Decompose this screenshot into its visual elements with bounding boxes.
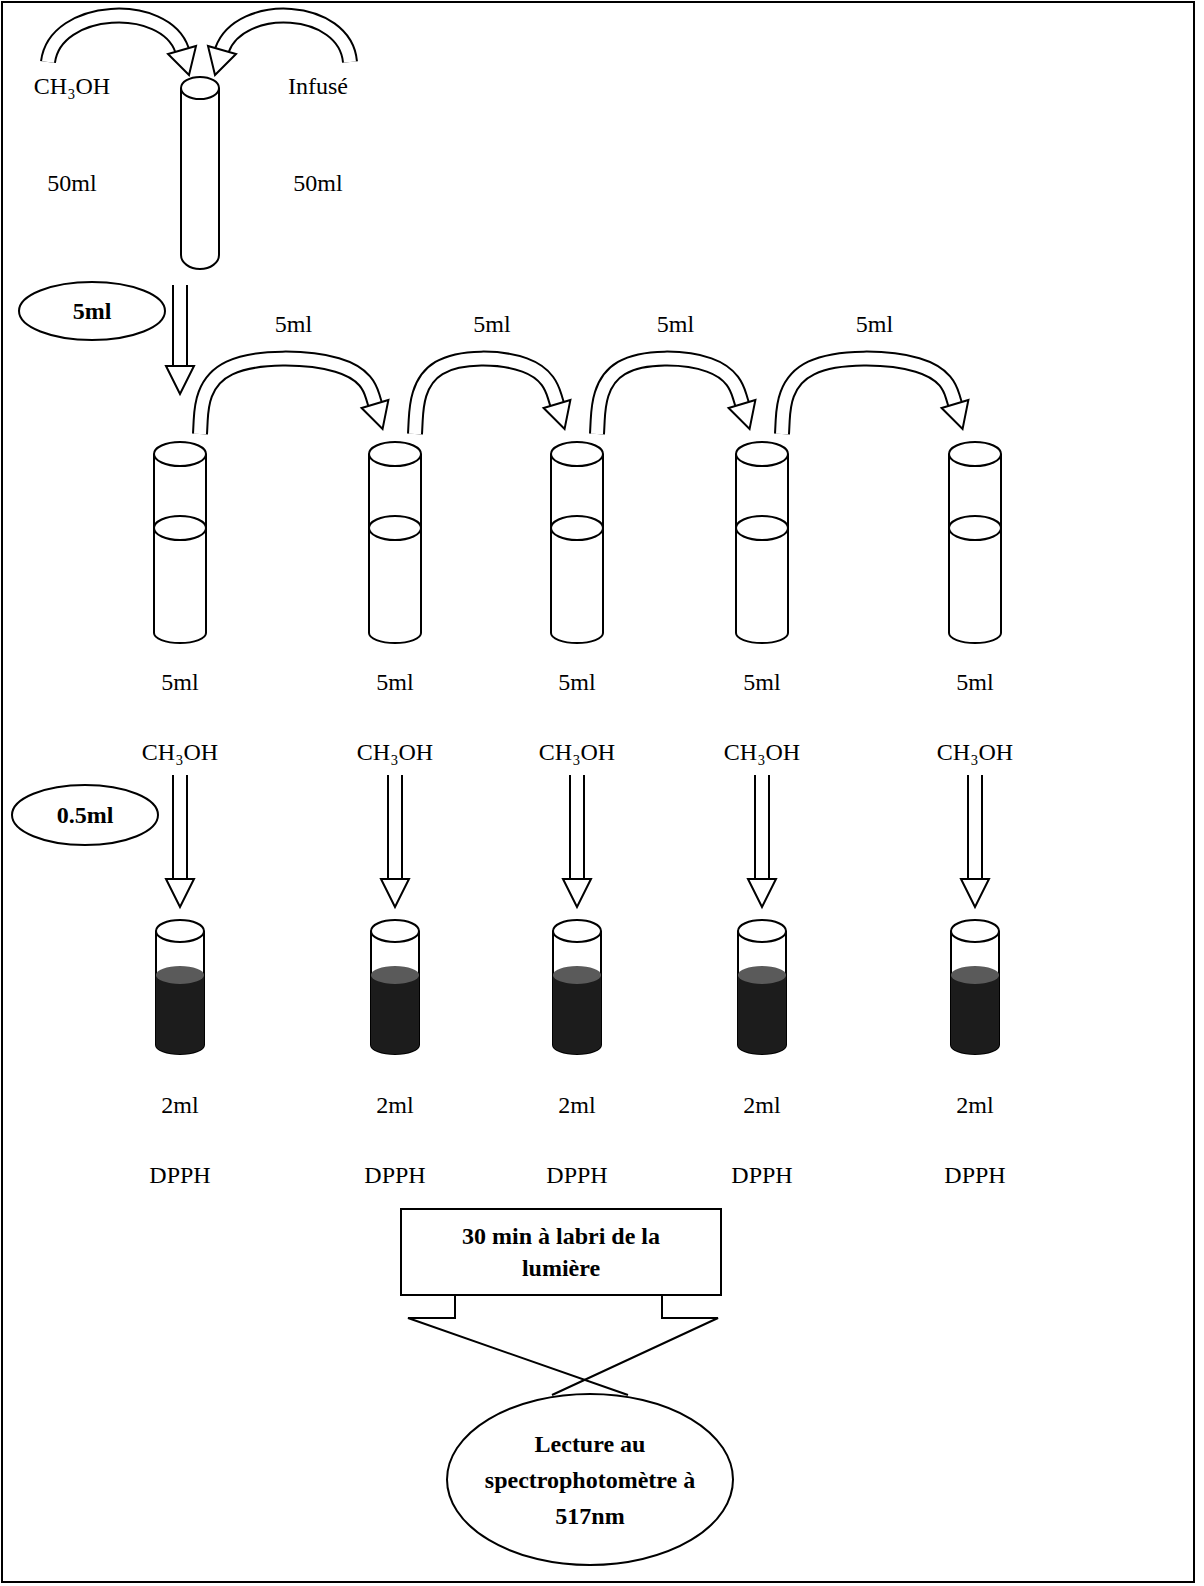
test-tube: 5mlCH₃OH — [507, 440, 647, 767]
node-text: CH₃OH — [110, 737, 250, 767]
tube-drawing — [110, 440, 250, 645]
node-text: 5ml — [507, 667, 647, 697]
node-text: Lecture au spectrophotomètre à 517nm — [483, 1426, 698, 1534]
node-text: 5ml — [692, 667, 832, 697]
vial-drawing — [905, 915, 1045, 1057]
test-tube: 5mlCH₃OH — [325, 440, 465, 767]
transfer-arrow — [782, 359, 968, 434]
pour-arrow-right — [208, 16, 350, 75]
node-text: 2ml — [325, 1090, 465, 1120]
node-text: 5ml — [325, 667, 465, 697]
mixing-tube — [181, 77, 219, 269]
node-text: CH₃OH — [905, 737, 1045, 767]
tube-drawing — [692, 440, 832, 645]
volume-label: 50ml — [45, 168, 98, 198]
node-text: CH₃OH — [325, 737, 465, 767]
node-text: 5ml — [110, 667, 250, 697]
dpph-vial: 2mlDPPH — [507, 915, 647, 1190]
dpph-vial: 2mlDPPH — [110, 915, 250, 1190]
node-text: CH₃OH — [507, 737, 647, 767]
pour-arrow-left — [48, 16, 196, 75]
node-text: 0.5ml — [57, 800, 114, 830]
node-text: DPPH — [507, 1160, 647, 1190]
node-text: 2ml — [110, 1090, 250, 1120]
transfer-arrow — [415, 359, 570, 434]
vial-drawing — [692, 915, 832, 1057]
node-text: 2ml — [692, 1090, 832, 1120]
node-text: DPPH — [110, 1160, 250, 1190]
transfer-volume: 5ml — [273, 309, 314, 339]
test-tube: 5mlCH₃OH — [905, 440, 1045, 767]
test-tube: 5mlCH₃OH — [110, 440, 250, 767]
step-oval: Lecture au spectrophotomètre à 517nm — [445, 1392, 735, 1567]
vial-drawing — [507, 915, 647, 1057]
node-text: 30 min à labri de la lumière — [420, 1220, 702, 1284]
node-text: 2ml — [905, 1090, 1045, 1120]
transfer-arrow — [961, 775, 989, 907]
transfer-arrow — [200, 359, 388, 434]
step-oval: 5ml — [17, 280, 167, 342]
vial-drawing — [325, 915, 465, 1057]
transfer-volume: 5ml — [655, 309, 696, 339]
transfer-volume: 5ml — [471, 309, 512, 339]
note-box: 30 min à labri de la lumière — [400, 1208, 722, 1296]
test-tube: 5mlCH₃OH — [692, 440, 832, 767]
transfer-arrow — [408, 1296, 718, 1395]
node-text: 5ml — [905, 667, 1045, 697]
vial-drawing — [110, 915, 250, 1057]
transfer-arrow — [166, 285, 194, 394]
node-text: 2ml — [507, 1090, 647, 1120]
transfer-arrow — [563, 775, 591, 907]
dpph-vial: 2mlDPPH — [905, 915, 1045, 1190]
step-oval: 0.5ml — [10, 783, 160, 847]
dpph-vial: 2mlDPPH — [325, 915, 465, 1190]
tube-drawing — [325, 440, 465, 645]
node-text: 5ml — [73, 296, 112, 326]
transfer-arrow — [597, 359, 755, 434]
node-text: CH₃OH — [692, 737, 832, 767]
node-text: DPPH — [325, 1160, 465, 1190]
volume-label: CH₃OH — [32, 71, 112, 101]
dpph-vial: 2mlDPPH — [692, 915, 832, 1190]
node-text: DPPH — [692, 1160, 832, 1190]
tube-drawing — [507, 440, 647, 645]
transfer-arrow — [381, 775, 409, 907]
volume-label: 50ml — [291, 168, 344, 198]
transfer-arrow — [748, 775, 776, 907]
transfer-volume: 5ml — [854, 309, 895, 339]
tube-drawing — [905, 440, 1045, 645]
node-text: DPPH — [905, 1160, 1045, 1190]
transfer-arrow — [166, 775, 194, 907]
volume-label: Infusé — [286, 71, 350, 101]
